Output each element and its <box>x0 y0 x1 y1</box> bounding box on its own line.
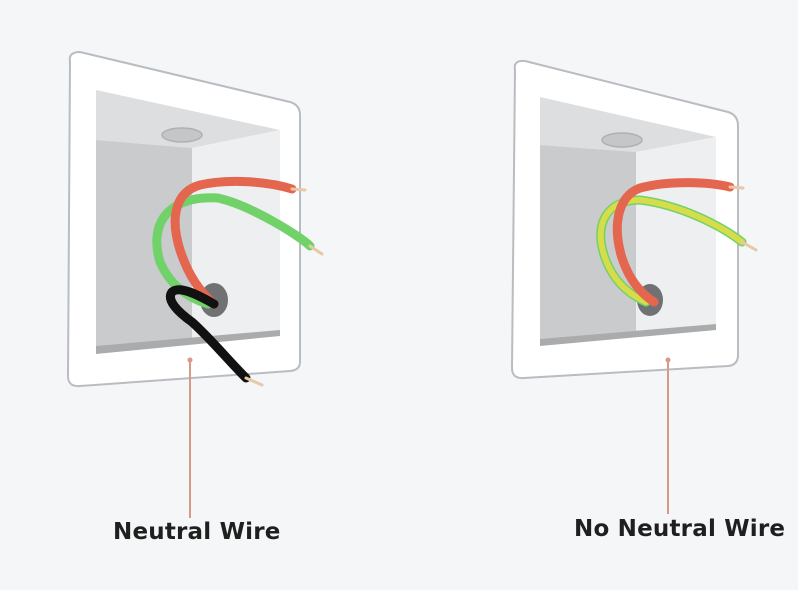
yellow-wire-tip-right <box>740 240 758 252</box>
panel-no-neutral-wire <box>510 59 758 514</box>
box-bottom-edge-right <box>540 324 716 346</box>
box-left-wall-right <box>540 145 636 344</box>
panel-neutral-wire <box>66 50 324 518</box>
black-wire-left <box>166 285 251 383</box>
caption-neutral-wire: Neutral Wire <box>113 519 281 545</box>
pointer-dot-right <box>665 357 671 363</box>
box-bottom-edge-left <box>96 330 280 354</box>
box-back-top-right <box>540 97 716 152</box>
caption-no-neutral-wire: No Neutral Wire <box>574 516 786 542</box>
green-wire-tip-left <box>308 244 324 256</box>
box-top-hole-left <box>161 127 203 143</box>
red-wire-tip-right <box>728 185 745 190</box>
black-wire-tip-left <box>244 376 264 387</box>
red-wire-tip-left <box>290 187 307 192</box>
box-back-top-left <box>96 90 280 148</box>
pointer-dot-left <box>187 357 193 363</box>
box-top-hole-right <box>601 132 643 148</box>
yellow-stripe-right <box>597 196 745 305</box>
red-wire-right <box>612 178 735 307</box>
red-wire-left <box>170 176 297 309</box>
